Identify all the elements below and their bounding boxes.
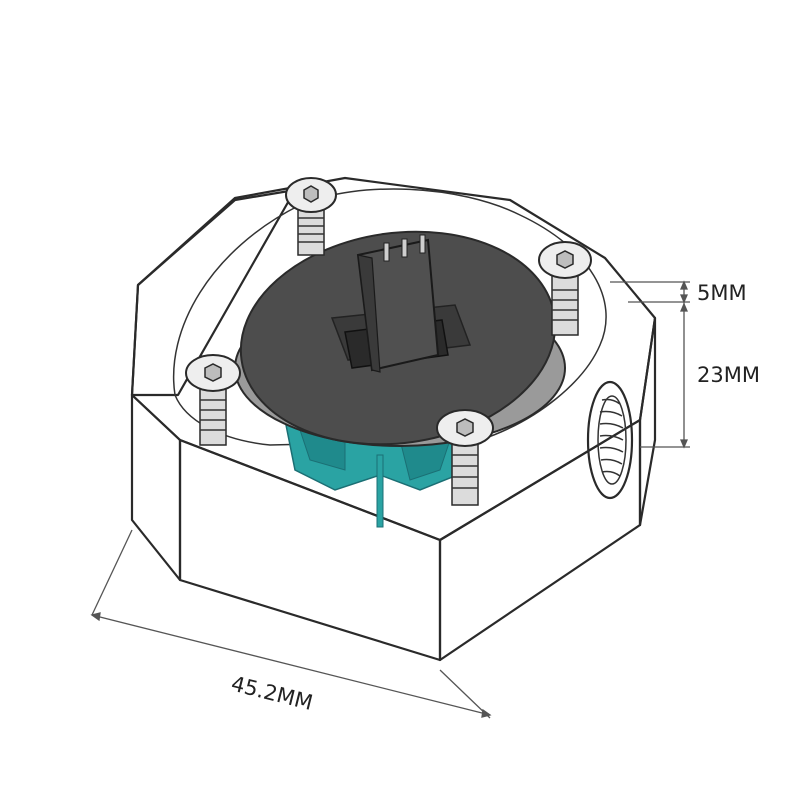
dimension-label-body-height: 23MM: [697, 363, 760, 387]
body-right-chamfer-face: [638, 316, 657, 527]
dimension-label-width: 45.2MM: [229, 672, 315, 715]
dimension-label-top-height: 5MM: [697, 281, 747, 305]
hex-socket-screw-icon: [436, 409, 494, 506]
body-left-chamfer-face: [130, 393, 182, 582]
three-pin-connector-icon: [330, 234, 472, 373]
height-dimension-lines: [610, 280, 690, 449]
threaded-port-icon: [586, 380, 634, 500]
hex-socket-screw-icon: [185, 354, 241, 446]
hex-socket-screw-icon: [538, 241, 592, 336]
hex-socket-screw-icon: [285, 177, 337, 256]
width-dimension-lines: [90, 529, 492, 719]
